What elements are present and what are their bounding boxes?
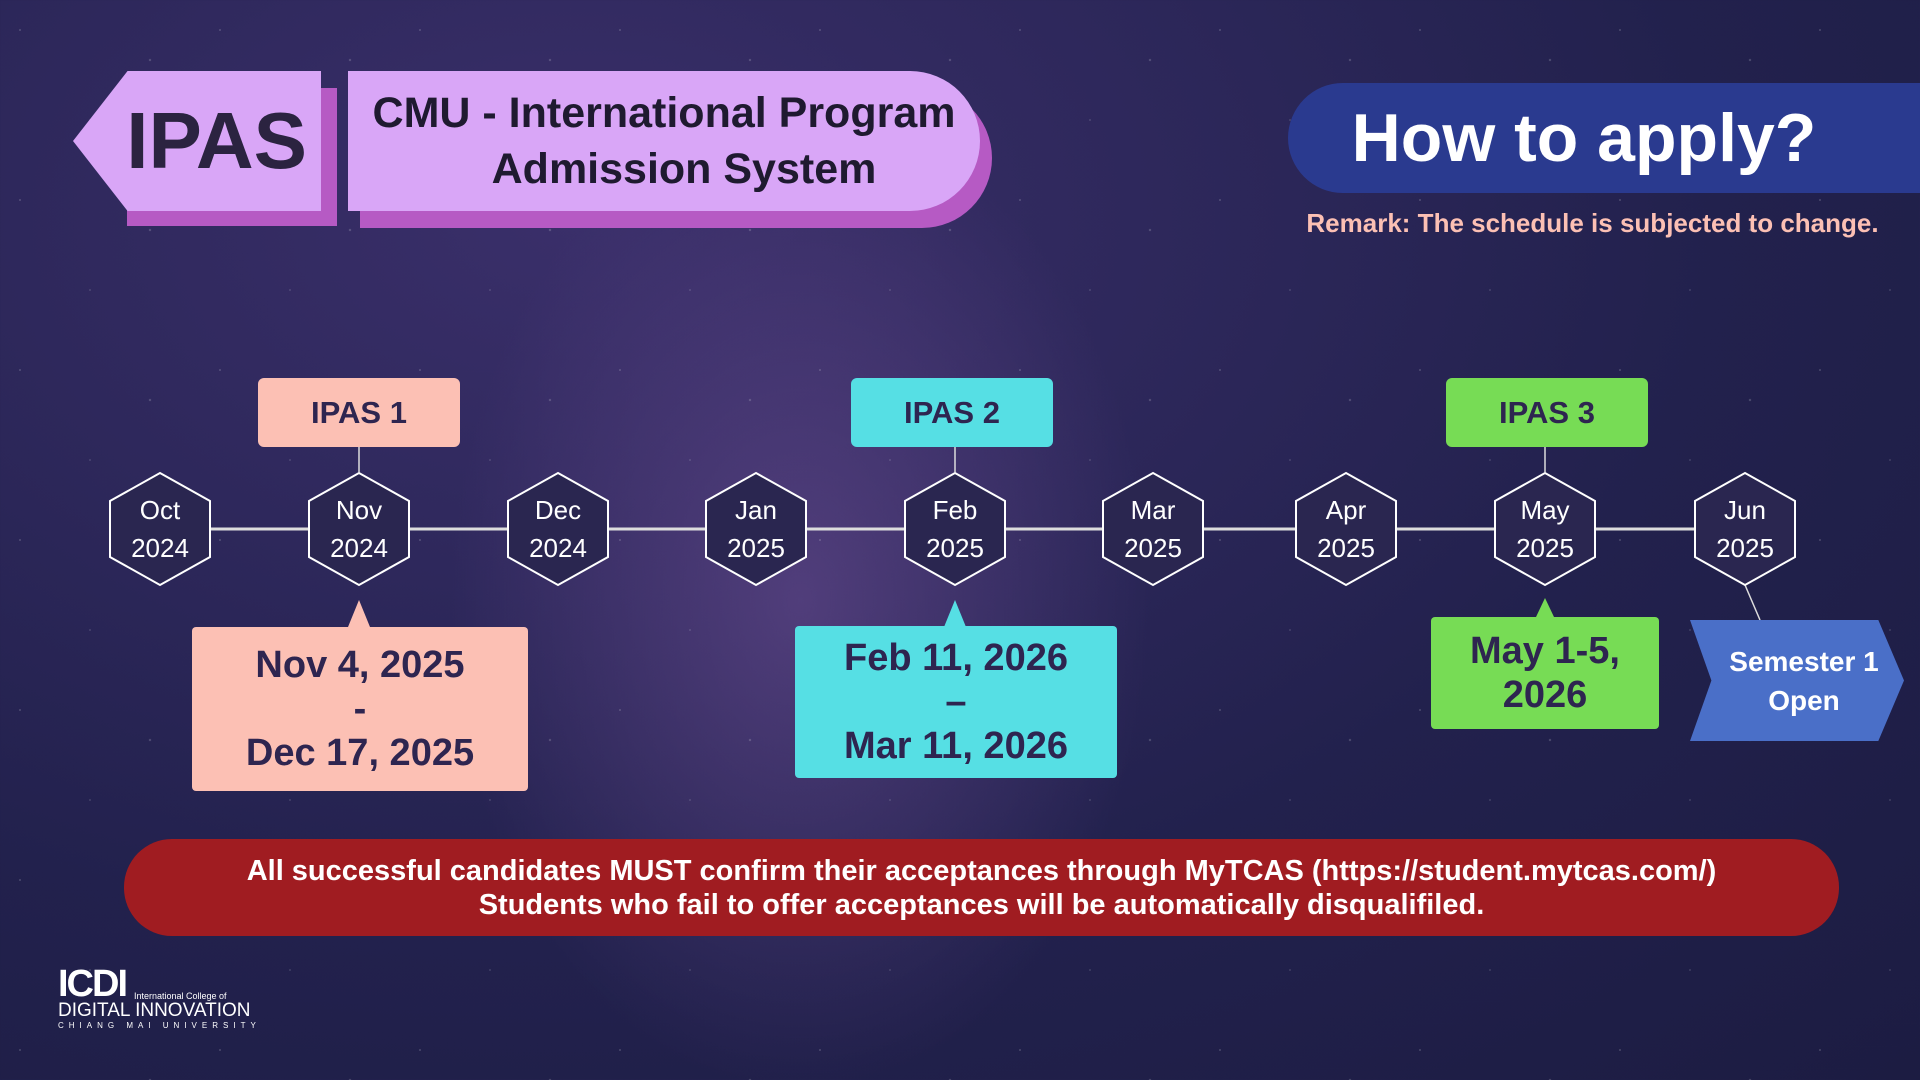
month-name: Feb <box>932 495 978 525</box>
month-year: 2025 <box>1516 533 1574 563</box>
month-hexagon <box>904 471 1006 587</box>
month-jun: Jun 2025 <box>1695 491 1795 567</box>
ipas-2-dates: Feb 11, 2026 – Mar 11, 2026 <box>795 626 1117 778</box>
month-year: 2025 <box>926 533 984 563</box>
month-mar: Mar 2025 <box>1103 491 1203 567</box>
logo-university: CHIANG MAI UNIVERSITY <box>58 1021 261 1030</box>
page-title: CMU - International Program Admission Sy… <box>348 71 980 211</box>
ipas-3-dates: May 1-5, 2026 <box>1431 617 1659 729</box>
month-year: 2025 <box>727 533 785 563</box>
logo-name: DIGITAL INNOVATION <box>58 1000 251 1021</box>
tag-ipas-2: IPAS 2 <box>851 378 1053 447</box>
remark-text: Remark: The schedule is subjected to cha… <box>1306 208 1879 238</box>
ipas-badge: IPAS <box>73 71 321 211</box>
month-hexagon <box>1295 471 1397 587</box>
month-hexagon <box>705 471 807 587</box>
month-hexagon <box>1102 471 1204 587</box>
month-year: 2025 <box>1716 533 1774 563</box>
pointer <box>944 600 966 627</box>
month-name: Apr <box>1325 495 1367 525</box>
month-name: Oct <box>139 495 181 525</box>
month-year: 2025 <box>1124 533 1182 563</box>
month-year: 2024 <box>330 533 388 563</box>
logo-mark: ICDI <box>58 963 128 1005</box>
date-start: Nov 4, 2025 <box>255 644 465 686</box>
month-year: 2024 <box>529 533 587 563</box>
date-separator: – <box>945 681 967 723</box>
month-hexagon <box>507 471 609 587</box>
month-year: 2024 <box>131 533 189 563</box>
semester-status: Open <box>1768 684 1840 716</box>
tag-ipas-3: IPAS 3 <box>1446 378 1648 447</box>
month-name: Dec <box>534 495 582 525</box>
pointer <box>1536 598 1554 617</box>
month-name: Nov <box>335 495 383 525</box>
month-name: Jan <box>735 495 777 525</box>
title-line-2: Admission System <box>491 145 877 193</box>
month-apr: Apr 2025 <box>1296 491 1396 567</box>
month-name: May <box>1520 495 1570 525</box>
logo-subtitle: International College of <box>134 991 227 1001</box>
how-to-apply-heading: How to apply? <box>1288 83 1920 193</box>
month-hexagon <box>1494 471 1596 587</box>
pointer <box>348 600 370 627</box>
date-separator: - <box>353 688 367 730</box>
date-end: Mar 11, 2026 <box>844 725 1068 767</box>
month-nov: Nov 2024 <box>309 491 409 567</box>
semester-open-arrow: Semester 1 Open <box>1690 620 1904 741</box>
date-end: Dec 17, 2025 <box>245 732 475 774</box>
connector <box>1744 584 1761 621</box>
icdi-logo: ICDI International College of DIGITAL IN… <box>58 963 261 1030</box>
month-feb: Feb 2025 <box>905 491 1005 567</box>
banner-line-2: Students who fail to offer acceptances w… <box>478 888 1485 921</box>
date-end: 2026 <box>1502 674 1588 716</box>
ipas-1-dates: Nov 4, 2025 - Dec 17, 2025 <box>192 627 528 791</box>
banner-line-1: All successful candidates MUST confirm t… <box>246 854 1717 887</box>
semester-label: Semester 1 <box>1729 645 1879 677</box>
month-hexagon <box>109 471 211 587</box>
month-dec: Dec 2024 <box>508 491 608 567</box>
tag-ipas-1: IPAS 1 <box>258 378 460 447</box>
date-start: May 1-5, <box>1470 630 1620 672</box>
month-name: Jun <box>1724 495 1766 525</box>
month-hexagon <box>1694 471 1796 587</box>
month-year: 2025 <box>1317 533 1375 563</box>
month-may: May 2025 <box>1495 491 1595 567</box>
month-hexagon <box>308 471 410 587</box>
date-start: Feb 11, 2026 <box>844 637 1068 679</box>
confirmation-banner: All successful candidates MUST confirm t… <box>124 839 1839 936</box>
month-oct: Oct 2024 <box>110 491 210 567</box>
month-jan: Jan 2025 <box>706 491 806 567</box>
title-line-1: CMU - International Program <box>372 89 956 137</box>
month-name: Mar <box>1130 495 1176 525</box>
